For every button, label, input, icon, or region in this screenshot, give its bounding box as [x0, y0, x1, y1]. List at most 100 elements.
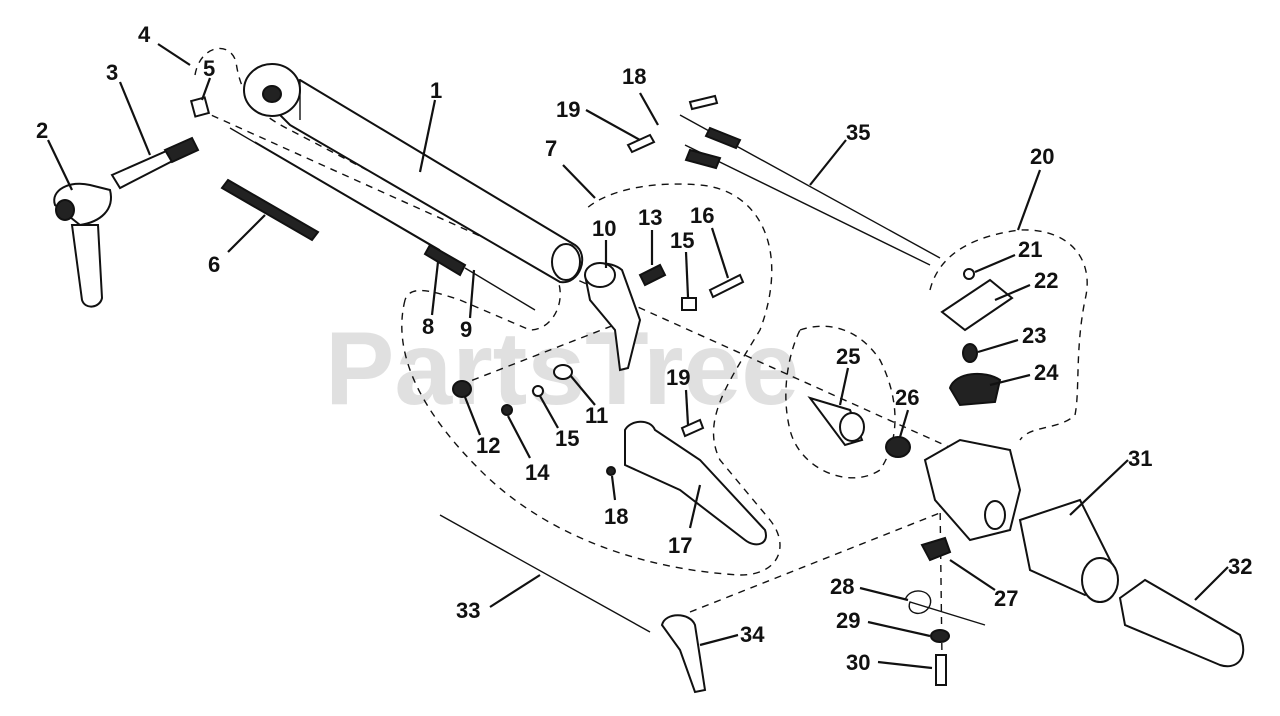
leader-18-upper: [639, 92, 659, 126]
callout-7: 7: [545, 136, 557, 161]
leader-28: [859, 586, 909, 602]
leader-7: [562, 164, 596, 199]
part-17-control-lever: [624, 420, 767, 546]
leader-33: [489, 574, 541, 608]
callout-3: 3: [106, 60, 118, 85]
callout-5: 5: [203, 56, 215, 81]
part-21-24-throttle-stack: [940, 268, 1014, 407]
callout-20: 20: [1030, 144, 1054, 169]
part-35-throttle-cable: [626, 94, 941, 266]
part-25-grip-sleeve: [807, 396, 865, 447]
callout-15-lower: 15: [555, 426, 579, 451]
callout-6: 6: [208, 252, 220, 277]
callout-25: 25: [836, 344, 860, 369]
part-15-spacer-upper: [681, 297, 697, 311]
leader-18-lower: [610, 475, 617, 501]
part-28-torsion-spring: [904, 590, 986, 626]
callout-31: 31: [1128, 446, 1152, 471]
part-32-handle-grip: [1118, 578, 1245, 668]
callout-34: 34: [740, 622, 765, 647]
part-19-pin-lower: [680, 418, 705, 438]
leader-8: [430, 261, 440, 316]
callout-1: 1: [430, 78, 442, 103]
leader-1: [418, 99, 437, 173]
callout-27: 27: [994, 586, 1018, 611]
callout-30: 30: [846, 650, 870, 675]
part-14-washer: [501, 404, 513, 416]
callout-11: 11: [585, 403, 608, 428]
leader-24: [989, 373, 1031, 387]
leader-29: [867, 620, 931, 638]
callout-12: 12: [476, 433, 500, 458]
callout-15-upper: 15: [670, 228, 694, 253]
callout-33: 33: [456, 598, 480, 623]
callout-4: 4: [138, 22, 151, 47]
callout-21: 21: [1018, 237, 1042, 262]
leader-22: [994, 283, 1031, 302]
part-18-clip-lower: [606, 466, 616, 476]
leader-14: [507, 415, 531, 459]
callout-16: 16: [690, 203, 714, 228]
leader-11: [569, 374, 596, 406]
callout-22: 22: [1034, 268, 1058, 293]
part-11-bushing: [553, 364, 573, 380]
part-5-block: [189, 96, 211, 118]
leader-4: [157, 43, 191, 66]
leader-17: [688, 484, 702, 529]
callout-9: 9: [460, 317, 472, 342]
callout-35: 35: [846, 120, 870, 145]
group-outline-housing: [785, 325, 896, 479]
part-26-bushing: [885, 436, 911, 458]
leader-6: [227, 214, 266, 253]
callout-18-lower: 18: [604, 504, 628, 529]
axis-line-cable: [689, 504, 961, 613]
callout-32: 32: [1228, 554, 1252, 579]
leader-16: [710, 227, 730, 279]
leader-3: [118, 81, 152, 156]
callout-26: 26: [895, 385, 919, 410]
part-34-cable-clamp: [660, 614, 707, 694]
callout-18-upper: 18: [622, 64, 646, 89]
leader-35: [809, 139, 847, 186]
leader-21: [974, 253, 1016, 274]
housing: [923, 438, 1022, 542]
callout-17: 17: [668, 533, 692, 558]
leader-30: [877, 660, 933, 670]
leader-32: [1194, 566, 1229, 601]
callout-23: 23: [1022, 323, 1046, 348]
leader-20: [1016, 169, 1042, 231]
part-29-washer: [930, 629, 950, 643]
part-2-lever-knob: [53, 182, 112, 308]
housing-bore: [984, 500, 1006, 530]
callout-13: 13: [638, 205, 662, 230]
leader-2: [47, 139, 73, 191]
axis-line-main: [199, 109, 1001, 471]
callout-19-upper: 19: [556, 97, 580, 122]
part-8-9-cable-end: [229, 127, 536, 311]
callout-8: 8: [422, 314, 434, 339]
part-10-bracket: [583, 262, 642, 372]
leader-15-upper: [684, 251, 690, 298]
leader-31: [1069, 459, 1129, 516]
group-outline-throttle: [929, 229, 1088, 441]
part-12-nut: [452, 380, 472, 398]
group-outline-control-lever: [401, 183, 781, 576]
leader-23: [977, 338, 1019, 354]
leader-27: [949, 559, 996, 591]
part-13-bolt: [638, 263, 667, 287]
callout-29: 29: [836, 608, 860, 633]
leader-5: [200, 77, 212, 101]
part-31-grip-end: [1081, 557, 1119, 603]
leader-19-upper: [585, 109, 641, 141]
leader-9: [468, 269, 476, 319]
part-1-handle-tube: [243, 63, 584, 284]
leader-15-lower: [539, 395, 559, 429]
leader-25: [838, 367, 850, 406]
leader-26: [898, 409, 910, 438]
part-33-lower-cable: [439, 514, 651, 633]
part-27-clip: [920, 536, 952, 562]
leader-19-lower: [684, 389, 690, 426]
part-3-threaded-rod: [110, 136, 200, 190]
leader-12: [463, 396, 482, 436]
